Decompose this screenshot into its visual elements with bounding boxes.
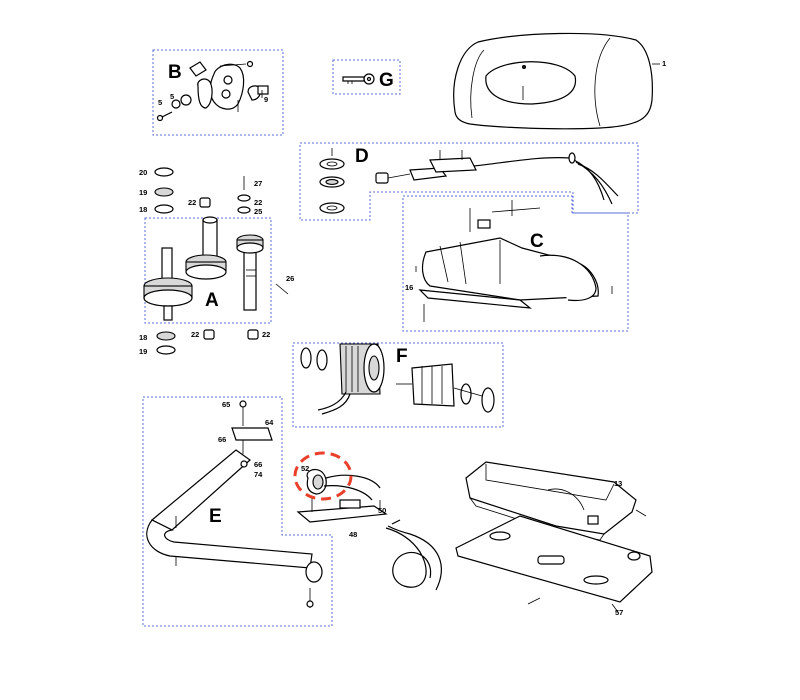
part-number: 25 [254, 207, 262, 216]
group-f-parts [300, 343, 495, 415]
part-number: 18 [139, 205, 147, 214]
part-number: 5 [170, 92, 174, 101]
group-box-b [152, 49, 284, 136]
group-a-gears [143, 216, 264, 321]
part-number: 26 [286, 274, 294, 283]
part-number: 57 [615, 608, 623, 617]
group-c-parts [415, 200, 613, 322]
sensor-parts [296, 468, 442, 591]
base-and-plate [455, 461, 653, 613]
part-number: 22 [188, 198, 196, 207]
part-number: 5 [158, 98, 162, 107]
part-number: 1 [662, 59, 666, 68]
part-number: 9 [264, 95, 268, 104]
group-box-a [144, 217, 272, 324]
group-a-loose-parts [154, 167, 289, 355]
group-b-parts [156, 60, 269, 122]
part-number: 20 [139, 168, 147, 177]
part-number: 65 [222, 400, 230, 409]
group-label-a: A [205, 290, 219, 311]
cover-housing [453, 32, 660, 130]
group-label-e: E [209, 506, 222, 527]
part-number: 27 [254, 179, 262, 188]
group-box-g [332, 59, 401, 95]
part-number: 64 [265, 418, 274, 427]
part-number: 74 [254, 470, 263, 479]
part-number: 22 [262, 330, 270, 339]
part-number: 13 [614, 479, 622, 488]
part-number: 50 [378, 506, 386, 515]
part-number: 48 [349, 530, 357, 539]
part-number: 19 [139, 347, 147, 356]
group-e-parts [146, 400, 323, 608]
part-number: 66 [218, 435, 226, 444]
group-label-c: C [530, 231, 544, 252]
key-part [342, 73, 375, 85]
part-number: 52 [301, 464, 309, 473]
part-number: 16 [405, 283, 413, 292]
group-label-d: D [355, 146, 369, 167]
part-number: 18 [139, 333, 147, 342]
group-d-parts [319, 148, 619, 214]
part-number: 22 [254, 198, 262, 207]
part-number: 19 [139, 188, 147, 197]
part-number: 66 [254, 460, 262, 469]
part-number: 22 [191, 330, 199, 339]
group-box-c [402, 195, 629, 332]
group-label-g: G [379, 70, 394, 91]
group-box-f [292, 342, 504, 428]
group-label-f: F [396, 346, 408, 367]
group-box-d [299, 142, 639, 221]
highlight-circle [293, 451, 353, 501]
group-label-b: B [168, 62, 182, 83]
